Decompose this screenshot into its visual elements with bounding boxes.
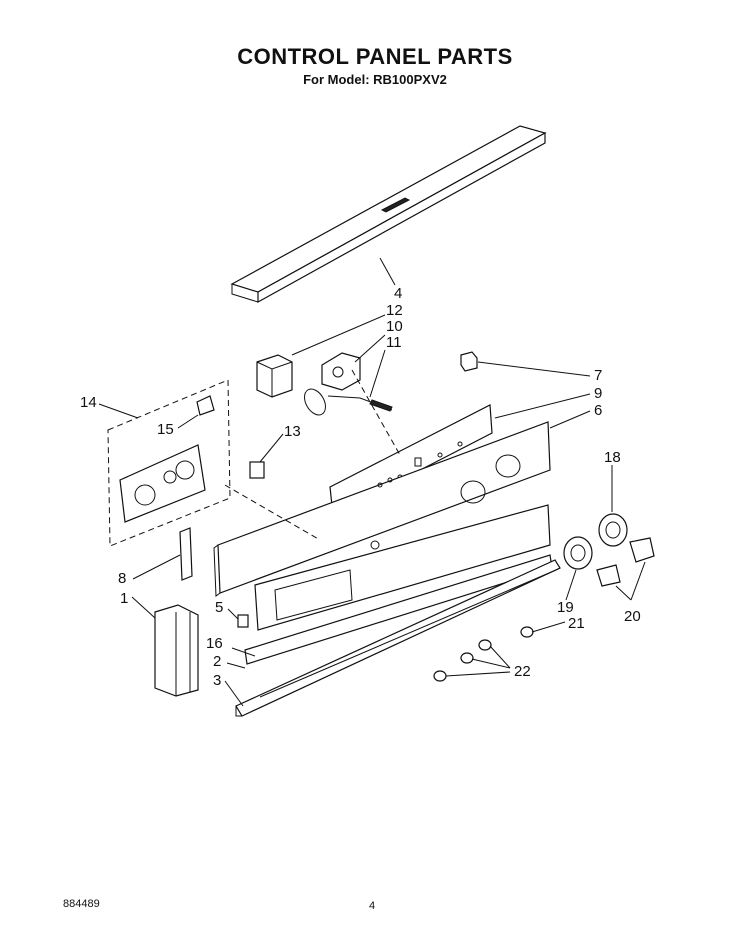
callout-7: 7 — [594, 367, 602, 384]
part-13-connector — [249, 461, 265, 479]
callout-6: 6 — [594, 402, 602, 419]
part-7-clip — [460, 351, 478, 372]
callout-20: 20 — [624, 608, 641, 625]
callout-8: 8 — [118, 570, 126, 587]
part-22-nuts — [433, 639, 492, 682]
part-6-control-panel — [213, 421, 551, 597]
part-20-knobs — [596, 537, 655, 587]
model-subtitle: For Model: RB100PXV2 — [303, 72, 447, 87]
callout-13: 13 — [284, 423, 301, 440]
callout-2: 2 — [213, 653, 221, 670]
callout-4: 4 — [394, 285, 402, 302]
callout-18: 18 — [604, 449, 621, 466]
page-title: CONTROL PANEL PARTS — [237, 44, 513, 69]
part-15-clip — [196, 395, 215, 416]
part-11-wire — [304, 388, 393, 416]
document-number: 884489 — [63, 898, 100, 910]
callout-9: 9 — [594, 385, 602, 402]
part-1-bracket — [154, 604, 199, 697]
callout-22: 22 — [514, 663, 531, 680]
part-12-switch — [256, 354, 293, 398]
callout-10: 10 — [386, 318, 403, 335]
part-10-switch — [321, 352, 361, 391]
part-5-block — [237, 614, 249, 628]
callout-19: 19 — [557, 599, 574, 616]
callout-3: 3 — [213, 672, 221, 689]
callout-15: 15 — [157, 421, 174, 438]
leader-lines — [98, 257, 646, 707]
part-16-lower-panel — [254, 504, 551, 631]
page-number: 4 — [369, 900, 376, 912]
part-21-nut — [520, 626, 534, 638]
callout-1: 1 — [120, 590, 128, 607]
callout-21: 21 — [568, 615, 585, 632]
callout-11: 11 — [386, 334, 402, 351]
part-14-clock-assembly — [107, 379, 231, 547]
callout-12: 12 — [386, 302, 403, 319]
part-8-spacer — [179, 527, 193, 581]
part-19-ring — [563, 536, 593, 570]
callout-14: 14 — [80, 394, 97, 411]
part-4-top-trim — [230, 125, 547, 304]
part-18-ring — [598, 513, 628, 547]
callout-5: 5 — [215, 599, 223, 616]
callout-16: 16 — [206, 635, 223, 652]
part-3-bottom-channel — [235, 559, 561, 717]
